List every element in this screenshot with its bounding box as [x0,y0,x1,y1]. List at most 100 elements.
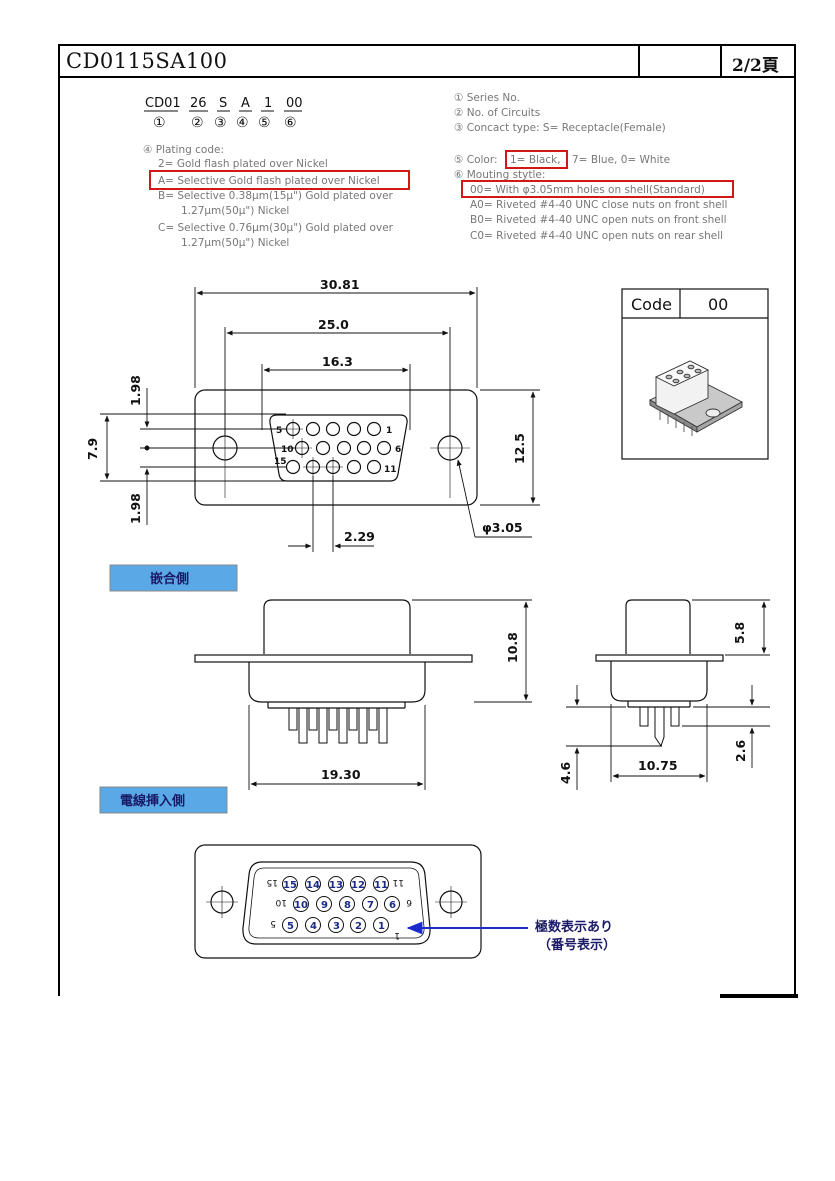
front-dimensions [100,287,540,552]
rear-view [194,844,482,959]
rear-pin-number: 1 [378,921,385,932]
code-seg: 26 [190,96,207,111]
side-dimensions [248,599,532,790]
rear-pin-number: 6 [389,900,396,911]
dim-4-6: 4.6 [558,762,573,784]
section-label-wire: 電線挿入側 [120,793,185,809]
title-divider [638,46,640,76]
part-code: CD01 26 S A 1 00 ① ② ③ ④ ⑤ ⑥ [144,96,303,131]
code-seg: S [219,96,227,111]
plating-line: C= Selective 0.76μm(30μ") Gold plated ov… [158,222,394,234]
code-seg: A [241,96,250,111]
section-label-bg [109,564,238,592]
highlight-mounting [461,180,734,198]
code-index: ⑥ [284,115,297,131]
section-label-mating: 嵌合側 [150,571,189,587]
pin-label: 1 [386,426,392,436]
rear-side-number: 1 [394,930,400,940]
page-indicator: 2/2頁 [732,56,779,76]
rear-pin-numbers: 15 14 13 12 11 10 9 8 7 6 5 4 3 2 1 15 1… [267,877,412,940]
rear-pin-number: 4 [310,921,317,932]
shell-outline [269,414,408,482]
code-label: Code [631,295,672,314]
rear-side-number: 5 [270,918,276,928]
plating-line: 1.27μm(50μ") Nickel [181,205,289,217]
rear-side-number: 10 [275,897,287,907]
code-box [621,288,769,460]
annotation-line1: 極数表示あり [534,919,613,935]
rear-pin-number: 10 [294,900,308,911]
dim-7-9: 7.9 [85,438,100,460]
title-block: CD0115SA100 2/2頁 [58,44,796,78]
plating-line: B= Selective 0.38μm(15μ") Gold plated ov… [158,190,394,202]
dim-12-5: 12.5 [512,433,527,464]
rear-pin-number: 14 [306,880,320,891]
rear-pin-number: 5 [287,921,294,932]
rear-side-number: 6 [406,897,412,907]
dim-25-0: 25.0 [318,317,349,332]
code-index: ③ [214,115,227,131]
rear-side-number: 15 [267,877,278,887]
dim-5-8: 5.8 [732,622,747,644]
code-index: ① [153,115,166,131]
dim-1-98-top: 1.98 [128,375,143,406]
code-seg: CD01 [145,96,181,111]
rear-pin-number: 12 [351,880,365,891]
annotation-line2: （番号表示） [538,937,616,953]
code-value: 00 [708,295,728,314]
dim-1-98-bot: 1.98 [128,493,143,524]
mounting-line: B0= Riveted #4-40 UNC open nuts on front… [470,214,727,226]
mounting-line: A0= Riveted #4-40 UNC close nuts on fron… [470,199,727,211]
code-index: ④ [236,115,249,131]
rear-pin-number: 2 [355,921,362,932]
highlight-plating [149,170,410,190]
pin-label: 11 [384,465,397,475]
dim-10-8: 10.8 [505,632,520,663]
code-index: ⑤ [258,115,271,131]
dim-2-29: 2.29 [344,529,375,544]
plating-line: 1.27μm(50μ") Nickel [181,237,289,249]
highlight-color [505,150,568,169]
mounting-line: C0= Riveted #4-40 UNC open nuts on rear … [470,230,723,242]
color-prefix: ⑤ Color: [454,154,498,166]
rear-pin-number: 13 [329,880,343,891]
rear-pin-number: 3 [333,921,340,932]
mounting-title: ⑥ Mouting stytle: [454,169,545,181]
color-rest: 7= Blue, 0= White [572,154,670,166]
color-selected: 1= Black, [510,154,561,166]
legend: ① Series No. ② No. of Circuits ③ Concact… [143,92,734,249]
bottom-rule [720,994,798,998]
rear-pin-number: 7 [367,900,374,911]
end-dimensions [566,599,770,790]
end-view [595,599,724,748]
dim-30-81: 30.81 [320,277,360,292]
dim-10-75: 10.75 [638,758,678,773]
plating-line: 2= Gold flash plated over Nickel [158,158,328,170]
title-divider [720,46,722,76]
connector-3d-thumbnail [649,360,743,436]
flange-outline [194,389,478,506]
plating-title: ④ Plating code: [143,144,224,156]
code-seg: 00 [286,96,303,111]
plating-line-selected: A= Selective Gold flash plated over Nick… [158,175,380,187]
front-view [194,389,478,506]
legend-line: ① Series No. [454,92,520,104]
rear-pin-number: 8 [344,900,351,911]
rear-pin-number: 15 [283,880,297,891]
dim-19-30: 19.30 [321,767,361,782]
dim-16-3: 16.3 [322,354,353,369]
rear-pin-number: 11 [374,880,388,891]
rear-pin-number: 9 [321,900,328,911]
rear-side-number: 11 [393,877,404,887]
pin-label: 6 [395,445,401,455]
dim-2-6: 2.6 [733,740,748,762]
code-seg: 1 [264,96,272,111]
doc-number: CD0115SA100 [66,49,228,73]
side-view [194,599,473,744]
dim-phi-3-05: φ3.05 [482,520,523,535]
pin-label: 15 [274,457,287,467]
legend-line: ③ Concact type: S= Receptacle(Female) [454,122,666,134]
section-label-bg [99,786,228,814]
mounting-line-selected: 00= With φ3.05mm holes on shell(Standard… [470,184,705,196]
